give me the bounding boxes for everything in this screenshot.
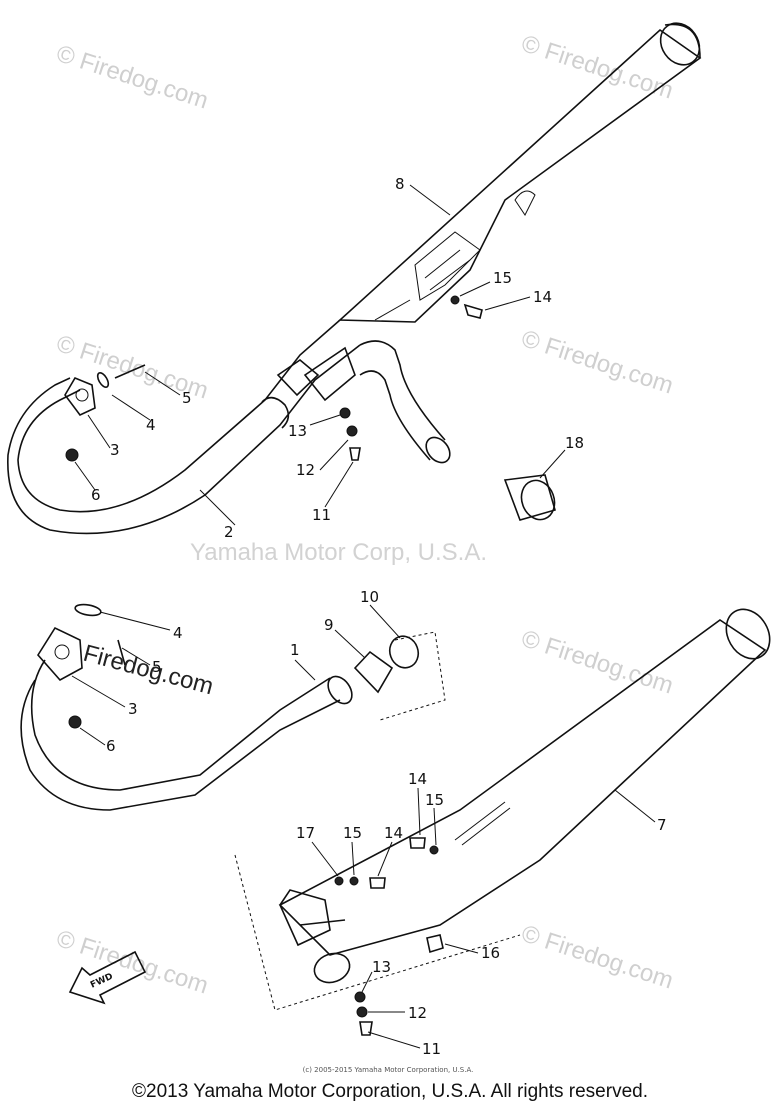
- clamp-9: [353, 650, 394, 694]
- part-label: 1: [290, 641, 300, 659]
- lower-exhaust-assembly: FWD: [20, 603, 771, 1049]
- stud-5: [114, 364, 146, 379]
- part-label: 9: [324, 616, 334, 634]
- bolt-11: [349, 447, 361, 461]
- reference-box-lower: [234, 854, 521, 1011]
- part-label: 11: [422, 1040, 441, 1058]
- muffler-7: [278, 608, 771, 984]
- part-label: 16: [481, 944, 500, 962]
- part-label: 14: [384, 824, 403, 842]
- nut-6: [65, 448, 79, 462]
- flange-3: [64, 376, 96, 416]
- flange-3-lower: [37, 626, 83, 682]
- bolt-11-lower: [359, 1021, 373, 1036]
- washer-13: [339, 407, 351, 419]
- fwd-label: FWD: [89, 972, 115, 991]
- part-label: 18: [565, 434, 584, 452]
- part-label: 15: [343, 824, 362, 842]
- part-label: 4: [146, 416, 156, 434]
- part-label: 3: [110, 441, 120, 459]
- part-label: 17: [296, 824, 315, 842]
- tail-pipe-18: [503, 474, 556, 521]
- watermark-firedog: © Firedog.com: [53, 40, 211, 114]
- part-label: 4: [173, 624, 183, 642]
- watermark-firedog: © Firedog.com: [53, 925, 211, 999]
- bolt-14: [463, 303, 483, 319]
- crossover-pipe: [359, 340, 451, 464]
- damper-16: [426, 934, 444, 954]
- part-label: 6: [106, 737, 116, 755]
- watermark-firedog: © Firedog.com: [518, 625, 676, 699]
- washer-12: [346, 425, 358, 437]
- part-label: 10: [360, 588, 379, 606]
- part-label: 6: [91, 486, 101, 504]
- part-label: 14: [408, 770, 427, 788]
- watermark-layer: © Firedog.com © Firedog.com © Firedog.co…: [53, 30, 676, 999]
- part-label: 11: [312, 506, 331, 524]
- part-labels: 8 15 14 5 4 3 6 13 12 11 2 18 10 9 4 1 5…: [91, 175, 667, 1058]
- leader-lines: [74, 184, 566, 526]
- washer-17: [334, 876, 344, 886]
- collar-10: [388, 635, 420, 669]
- leader-lines-lower: [71, 604, 656, 1049]
- part-label: 15: [425, 791, 444, 809]
- part-label: 8: [395, 175, 405, 193]
- copyright-notice: ©2013 Yamaha Motor Corporation, U.S.A. A…: [132, 1081, 648, 1102]
- part-label: 5: [182, 389, 192, 407]
- part-label: 5: [152, 658, 162, 676]
- washer-15-a: [429, 845, 439, 855]
- part-label: 15: [493, 269, 512, 287]
- exhaust-pipe-2: [7, 319, 361, 535]
- watermark-firedog: © Firedog.com: [518, 325, 676, 399]
- part-label: 13: [288, 422, 307, 440]
- watermark-corp: Yamaha Motor Corp, U.S.A.: [190, 539, 487, 566]
- washer-15: [450, 295, 460, 305]
- part-label: 2: [224, 523, 234, 541]
- part-label: 7: [657, 816, 667, 834]
- mount-bracket: [303, 346, 356, 402]
- gasket-4: [96, 371, 110, 389]
- muffler-8: [337, 22, 702, 323]
- upper-exhaust-assembly: [7, 22, 702, 535]
- stud-5-lower: [117, 639, 126, 666]
- part-label: 12: [296, 461, 315, 479]
- part-label: 12: [408, 1004, 427, 1022]
- washer-15-b: [349, 876, 359, 886]
- washer-13-lower: [354, 991, 366, 1003]
- reference-box: [379, 631, 446, 721]
- washer-12-lower: [356, 1006, 368, 1018]
- watermark-firedog: © Firedog.com: [518, 920, 676, 994]
- part-label: 3: [128, 700, 138, 718]
- small-copyright: (c) 2005-2015 Yamaha Motor Corporation, …: [303, 1066, 474, 1074]
- nut-6-lower: [68, 715, 82, 729]
- part-label: 13: [372, 958, 391, 976]
- part-label: 14: [533, 288, 552, 306]
- bolt-14-b: [369, 877, 386, 889]
- bolt-14-a: [409, 837, 426, 849]
- exhaust-pipe-1: [20, 659, 353, 811]
- watermark-firedog-dark: Firedog.com: [80, 640, 216, 701]
- gasket-4-lower: [74, 603, 102, 617]
